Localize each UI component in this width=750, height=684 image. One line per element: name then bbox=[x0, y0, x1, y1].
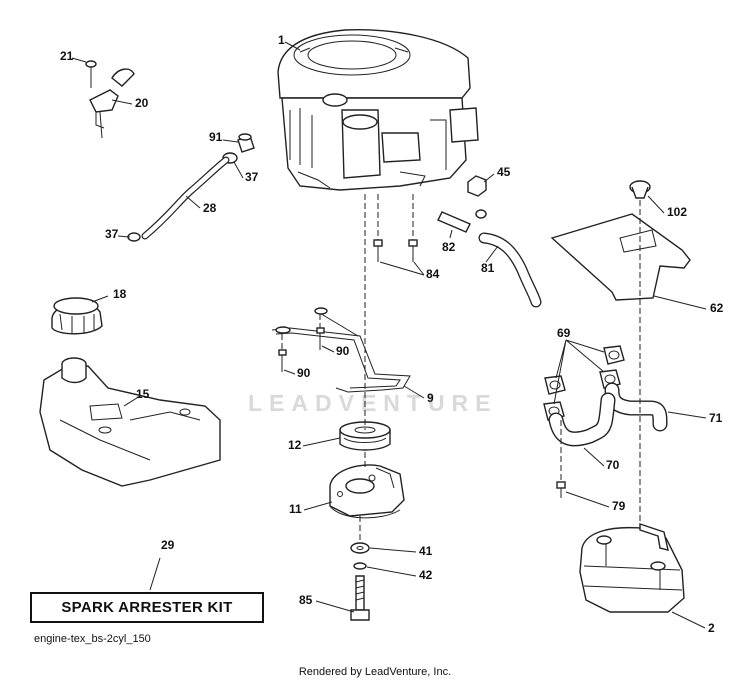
part-number-label-37b: 37 bbox=[105, 227, 119, 241]
part-number-label-42: 42 bbox=[419, 568, 433, 582]
fitting-part-82 bbox=[437, 209, 487, 233]
part-number-label-62: 62 bbox=[710, 301, 724, 315]
part-number-label-2: 2 bbox=[708, 621, 715, 635]
part-number-label-29: 29 bbox=[161, 538, 175, 552]
part-number-label-82: 82 bbox=[442, 240, 456, 254]
part-number-label-70: 70 bbox=[606, 458, 620, 472]
spark-arrester-kit-label: SPARK ARRESTER KIT bbox=[30, 592, 264, 623]
part-number-label-11: 11 bbox=[289, 502, 302, 516]
bolt-part-85 bbox=[350, 575, 370, 621]
bolts-part-84 bbox=[373, 239, 418, 262]
bolt-part-79 bbox=[556, 481, 566, 498]
plate-part-62 bbox=[550, 213, 691, 301]
muffler-part-2 bbox=[579, 523, 685, 613]
part-number-label-84: 84 bbox=[426, 267, 440, 281]
bracket-part-9 bbox=[271, 307, 411, 393]
part-number-label-90a: 90 bbox=[336, 344, 350, 358]
exhaust-pipe-part-70 bbox=[548, 392, 616, 447]
leader-lines bbox=[71, 41, 707, 629]
washer-part-42 bbox=[353, 562, 367, 570]
part-number-label-91: 91 bbox=[209, 130, 223, 144]
nut-part-45 bbox=[467, 175, 487, 197]
fuel-tank-part-15 bbox=[39, 357, 221, 487]
part-number-label-85: 85 bbox=[299, 593, 313, 607]
part-number-label-12: 12 bbox=[288, 438, 302, 452]
part-number-label-28: 28 bbox=[203, 201, 217, 215]
engine-part-1 bbox=[277, 29, 479, 191]
part-number-label-79: 79 bbox=[612, 499, 626, 513]
part-number-label-21: 21 bbox=[60, 49, 74, 63]
fuel-cap-part-18 bbox=[51, 297, 103, 335]
part-number-label-45: 45 bbox=[497, 165, 511, 179]
bolt-part-21 bbox=[85, 60, 97, 88]
part-number-label-71: 71 bbox=[709, 411, 723, 425]
part-number-label-41: 41 bbox=[419, 544, 433, 558]
part-number-label-90b: 90 bbox=[297, 366, 311, 380]
watermark: LEADVENTURE bbox=[248, 390, 498, 416]
part-number-label-102: 102 bbox=[667, 205, 687, 219]
hose-part-81 bbox=[478, 232, 542, 308]
dipstick-part-20 bbox=[89, 68, 135, 139]
assembly-lines bbox=[281, 194, 641, 542]
part-number-label-18: 18 bbox=[113, 287, 127, 301]
render-credit: Rendered by LeadVenture, Inc. bbox=[298, 666, 452, 678]
knob-part-102 bbox=[629, 180, 651, 199]
part-number-label-15: 15 bbox=[136, 387, 150, 401]
fuel-line-part-28 bbox=[141, 156, 230, 240]
pulley-part-12 bbox=[339, 421, 391, 451]
part-number-label-37a: 37 bbox=[245, 170, 259, 184]
part-number-label-20: 20 bbox=[135, 96, 149, 110]
part-number-label-69: 69 bbox=[557, 326, 571, 340]
part-number-label-81: 81 bbox=[481, 261, 495, 275]
washer-part-41 bbox=[350, 542, 370, 554]
exhaust-pipe-part-71 bbox=[604, 382, 668, 432]
clutch-part-11 bbox=[329, 464, 405, 519]
part-number-label-9: 9 bbox=[427, 391, 434, 405]
fitting-part-91 bbox=[237, 133, 255, 153]
diagram-file-name: engine-tex_bs-2cyl_150 bbox=[34, 633, 151, 645]
part-number-label-1: 1 bbox=[278, 33, 285, 47]
